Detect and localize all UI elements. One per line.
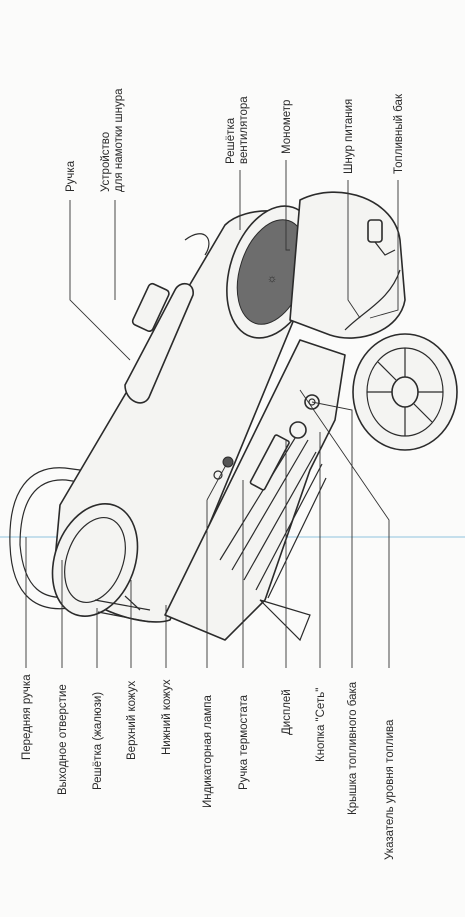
- label-fuel-tank-cap: Крышка топливного бака: [347, 681, 359, 815]
- label-thermostat-knob: Ручка термостата: [238, 694, 250, 790]
- label-lower-casing: Нижний кожух: [161, 679, 173, 755]
- lower-casing-shape: [164, 339, 346, 641]
- label-grille-louvers: Решётка (жалюзи): [92, 692, 104, 790]
- label-power-cord: Шнур питания: [343, 99, 355, 174]
- label-fan-grille-line2: вентилятора: [238, 96, 250, 164]
- label-cord-winder-line2: для намотки шнура: [113, 88, 125, 192]
- label-manometer: Монометр: [281, 100, 293, 154]
- label-outlet: Выходное отверстие: [57, 684, 69, 795]
- manometer-shape: [367, 219, 383, 243]
- power-cord-shape: [344, 269, 401, 331]
- bottom-labels: Передняя ручка Выходное отверстие Решётк…: [21, 674, 396, 860]
- label-front-handle: Передняя ручка: [21, 674, 33, 760]
- outlet-shape: [51, 503, 139, 617]
- cord-winder-shape: [131, 282, 170, 332]
- heater-illustration: ☼: [9, 191, 458, 642]
- label-upper-casing: Верхний кожух: [126, 681, 138, 760]
- label-indicator-lamp: Индикаторная лампа: [202, 694, 214, 808]
- label-handle: Ручка: [65, 160, 77, 192]
- handle-shape: [124, 282, 194, 404]
- front-handle-loop: [9, 467, 96, 546]
- label-fan-grille-line1: Решётка: [225, 117, 237, 164]
- leader-lines: [25, 160, 399, 668]
- top-labels: Ручка Устройство для намотки шнура Решёт…: [65, 88, 405, 192]
- label-fuel-level-gauge: Указатель уровня топлива: [384, 719, 396, 860]
- label-fuel-tank: Топливный бак: [393, 93, 405, 174]
- display-shape: [249, 434, 290, 491]
- power-button-shape: [289, 421, 307, 439]
- label-cord-winder-line1: Устройство: [100, 132, 112, 192]
- fuel-tank-shape: [289, 191, 406, 339]
- label-power-button: Кнопка "Сеть": [315, 688, 327, 762]
- indicator-lamp-shape: [222, 456, 234, 468]
- label-display: Дисплей: [281, 689, 293, 735]
- svg-text:☼: ☼: [267, 273, 278, 285]
